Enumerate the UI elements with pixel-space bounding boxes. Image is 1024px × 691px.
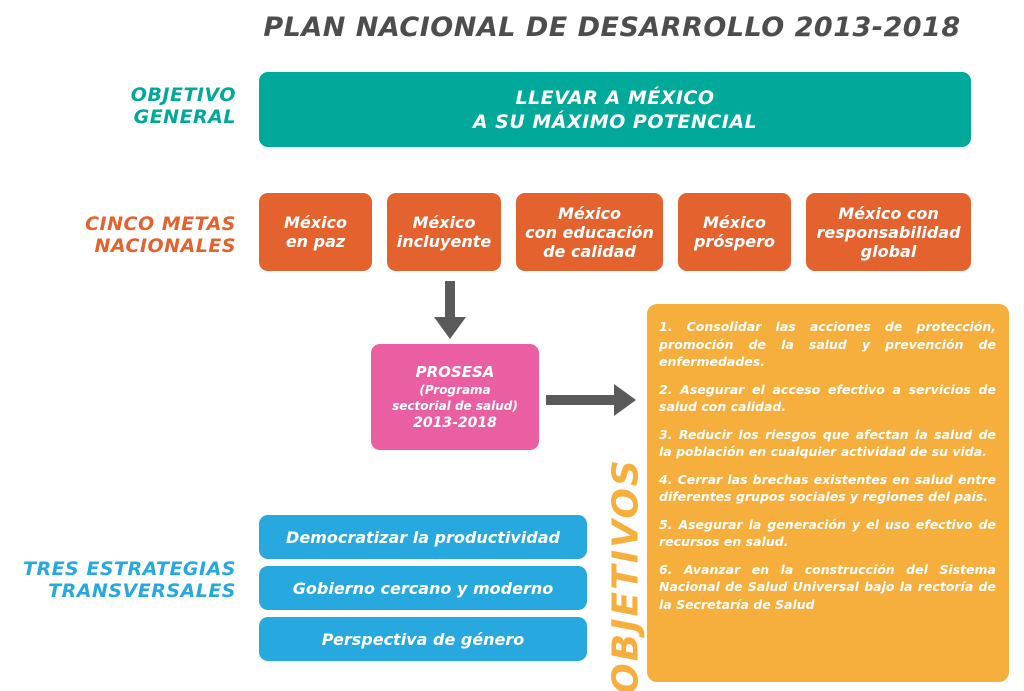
objetivo-general-box: LLEVAR A MÉXICO A SU MÁXIMO POTENCIAL [259, 72, 971, 147]
prosesa-line2: sectorial de salud) [392, 398, 518, 413]
cinco-metas-label-line2: NACIONALES [94, 235, 236, 257]
objetivo-item: 1. Consolidar las acciones de protección… [659, 319, 996, 369]
objetivo-item: 4. Cerrar las brechas existentes en salu… [659, 471, 996, 505]
estrategia-genero: Perspectiva de género [259, 617, 587, 661]
meta-line: incluyente [396, 232, 492, 251]
objetivo-general-label-line1: OBJETIVO [130, 84, 236, 106]
meta-mexico-incluyente: México incluyente [387, 193, 501, 271]
arrow-down-icon [434, 281, 466, 339]
objetivo-item: 6. Avanzar en la construcción del Sistem… [659, 561, 996, 612]
meta-line: próspero [693, 232, 776, 251]
meta-mexico-educacion: México con educación de calidad [516, 193, 663, 271]
objetivo-general-label-line2: GENERAL [133, 106, 236, 128]
objetivos-list: 1. Consolidar las acciones de protección… [659, 318, 996, 623]
page-title: PLAN NACIONAL DE DESARROLLO 2013-2018 [263, 12, 961, 43]
meta-mexico-prospero: México próspero [678, 193, 791, 271]
prosesa-box: PROSESA (Programa sectorial de salud) 20… [371, 344, 539, 450]
tres-estrategias-label: TRES ESTRATEGIAS TRANSVERSALES [0, 558, 236, 602]
prosesa-years: 2013-2018 [413, 414, 497, 431]
meta-line: México [412, 213, 476, 232]
cinco-metas-label: CINCO METAS NACIONALES [40, 213, 236, 257]
objetivos-vertical-label: OBJETIVOS [606, 458, 647, 691]
objetivo-item: 2. Asegurar el acceso efectivo a servici… [659, 381, 996, 415]
meta-line: de calidad [543, 241, 636, 261]
meta-line: responsabilidad [816, 222, 961, 242]
meta-line: en paz [285, 232, 346, 251]
objetivo-item: 3. Reducir los riesgos que afectan la sa… [659, 426, 996, 460]
arrow-right-icon [546, 384, 636, 416]
meta-line: con educación [525, 222, 654, 242]
objetivo-general-label: OBJETIVO GENERAL [60, 84, 236, 128]
cinco-metas-label-line1: CINCO METAS [85, 213, 236, 235]
meta-line: global [860, 241, 917, 261]
goal-line1: LLEVAR A MÉXICO [515, 86, 715, 109]
objetivo-item: 5. Asegurar la generación y el uso efect… [659, 516, 996, 550]
objetivos-label-text: OBJETIVOS [605, 458, 647, 691]
meta-line: México [283, 213, 348, 232]
goal-line2: A SU MÁXIMO POTENCIAL [472, 110, 758, 133]
objetivos-panel [647, 304, 1009, 682]
estrategia-gobierno: Gobierno cercano y moderno [259, 566, 587, 610]
prosesa-name: PROSESA [415, 362, 495, 381]
meta-line: México con [838, 203, 939, 223]
meta-line: México [702, 213, 767, 232]
meta-line: México [557, 203, 622, 223]
meta-mexico-responsabilidad-global: México con responsabilidad global [806, 193, 971, 271]
prosesa-line1: (Programa [419, 382, 491, 397]
tres-estrategias-label-line2: TRANSVERSALES [48, 580, 236, 602]
estrategia-democratizar: Democratizar la productividad [259, 515, 587, 559]
meta-mexico-en-paz: México en paz [259, 193, 372, 271]
tres-estrategias-label-line1: TRES ESTRATEGIAS [22, 558, 236, 580]
